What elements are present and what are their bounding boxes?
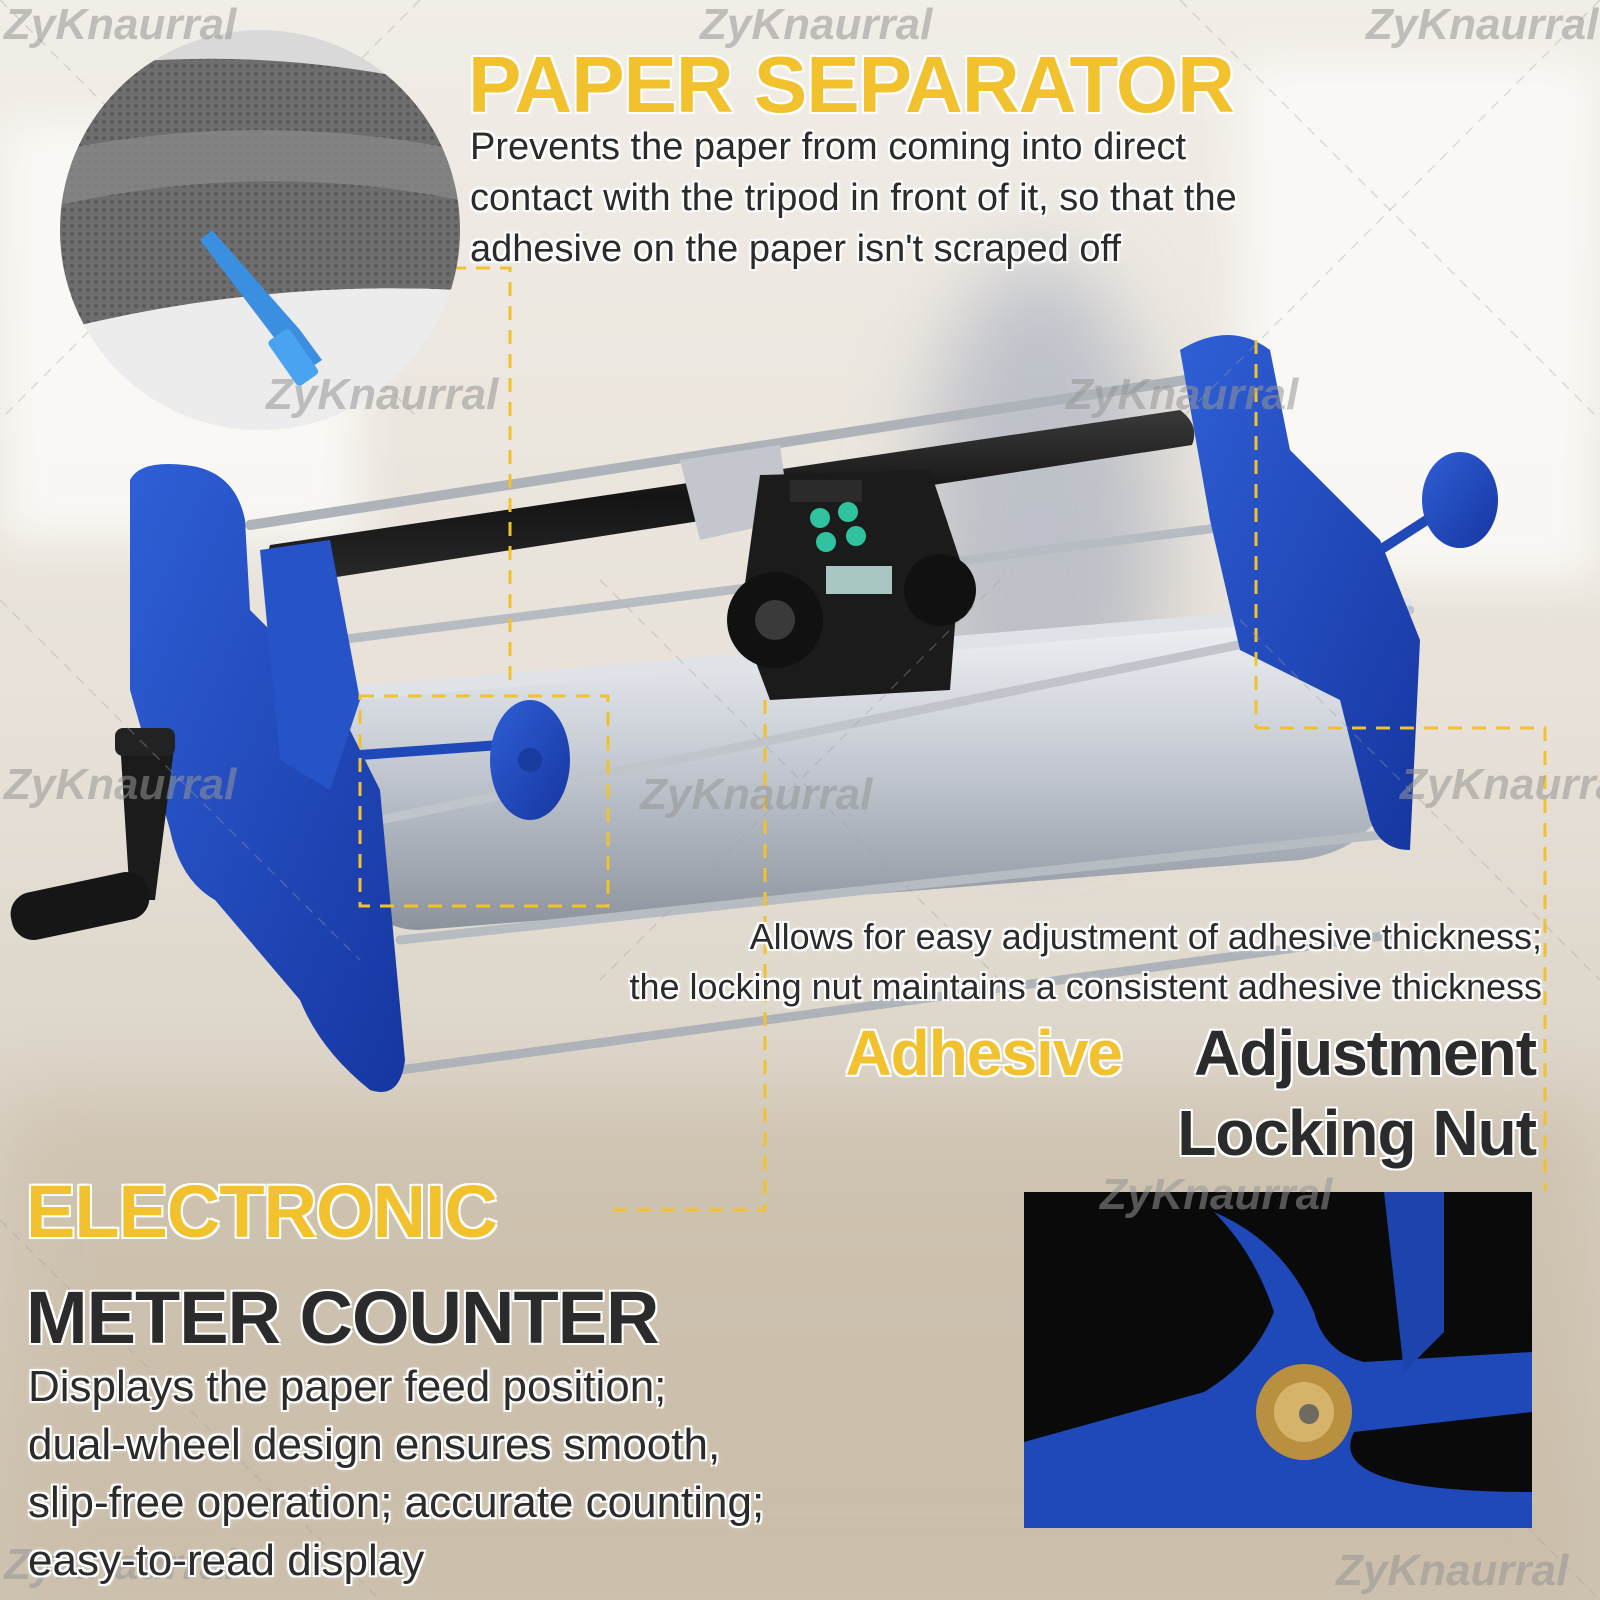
adhesive-adjustment-title-yellow: Adhesive bbox=[845, 1017, 1123, 1089]
watermark-bottom-right: ZyKnaurral bbox=[1336, 1546, 1569, 1595]
watermark-inset: ZyKnaurral bbox=[266, 370, 499, 419]
locking-nut-title: Locking Nut bbox=[1177, 1097, 1537, 1169]
paper-separator-line: contact with the tripod in front of it, … bbox=[470, 177, 1237, 219]
adhesive-adjustment-description: Allows for easy adjustment of adhesive t… bbox=[629, 912, 1542, 1012]
watermark-center: ZyKnaurral bbox=[640, 770, 873, 819]
paper-separator-description: Prevents the paper from coming into dire… bbox=[470, 122, 1237, 275]
adhesive-adjustment-title: Adjustment Adhesive bbox=[736, 1017, 1537, 1089]
right-adjustment-knob bbox=[1377, 452, 1498, 555]
adhesive-adjustment-title-dark: Adjustment bbox=[1194, 1017, 1537, 1089]
locking-nut-closeup-photo bbox=[1024, 1192, 1532, 1528]
watermark-top-right: ZyKnaurral bbox=[1366, 0, 1599, 49]
meter-counter-title-yellow: ELECTRONIC bbox=[26, 1170, 498, 1253]
locking-nut-closeup bbox=[1024, 1192, 1532, 1528]
left-frame bbox=[130, 464, 405, 1092]
meter-counter bbox=[727, 470, 976, 700]
meter-counter-line: easy-to-read display bbox=[28, 1536, 425, 1585]
paper-separator-closeup bbox=[60, 30, 460, 430]
hand-crank bbox=[10, 728, 175, 940]
trough bbox=[340, 600, 1410, 930]
meter-counter-line: slip-free operation; accurate counting; bbox=[28, 1478, 765, 1527]
left-inner-frame bbox=[260, 540, 360, 790]
adhesive-adjustment-line: Allows for easy adjustment of adhesive t… bbox=[749, 916, 1542, 957]
paper-separator-title: PAPER SEPARATOR bbox=[468, 40, 1235, 129]
right-frame bbox=[1180, 335, 1420, 850]
watermark-mid-right: ZyKnaurral bbox=[1066, 370, 1299, 419]
watermark-top-center: ZyKnaurral bbox=[700, 0, 933, 49]
callout-lines bbox=[358, 266, 1547, 1212]
paper-separator-closeup-photo bbox=[60, 30, 460, 430]
watermark-left: ZyKnaurral bbox=[4, 760, 237, 809]
adhesive-adjustment-line: the locking nut maintains a consistent a… bbox=[629, 966, 1542, 1007]
meter-counter-line: Displays the paper feed position; bbox=[28, 1362, 667, 1411]
meter-counter-title-dark: METER COUNTER bbox=[26, 1276, 659, 1359]
meter-counter-description: Displays the paper feed position; dual-w… bbox=[28, 1358, 764, 1590]
watermark-top-left: ZyKnaurral bbox=[4, 0, 237, 49]
meter-counter-line: dual-wheel design ensures smooth, bbox=[28, 1420, 721, 1469]
paper-separator-line: adhesive on the paper isn't scraped off bbox=[470, 228, 1121, 270]
watermark-lower-right: ZyKnaurral bbox=[1100, 1170, 1333, 1219]
paper-separator-line: Prevents the paper from coming into dire… bbox=[470, 126, 1187, 168]
front-adjustment-knob bbox=[359, 700, 570, 820]
watermark-bottom-left: ZyKnaurral bbox=[4, 1540, 237, 1589]
watermark-right: ZyKnaurral bbox=[1400, 760, 1600, 809]
steel-rods bbox=[245, 365, 1415, 1075]
